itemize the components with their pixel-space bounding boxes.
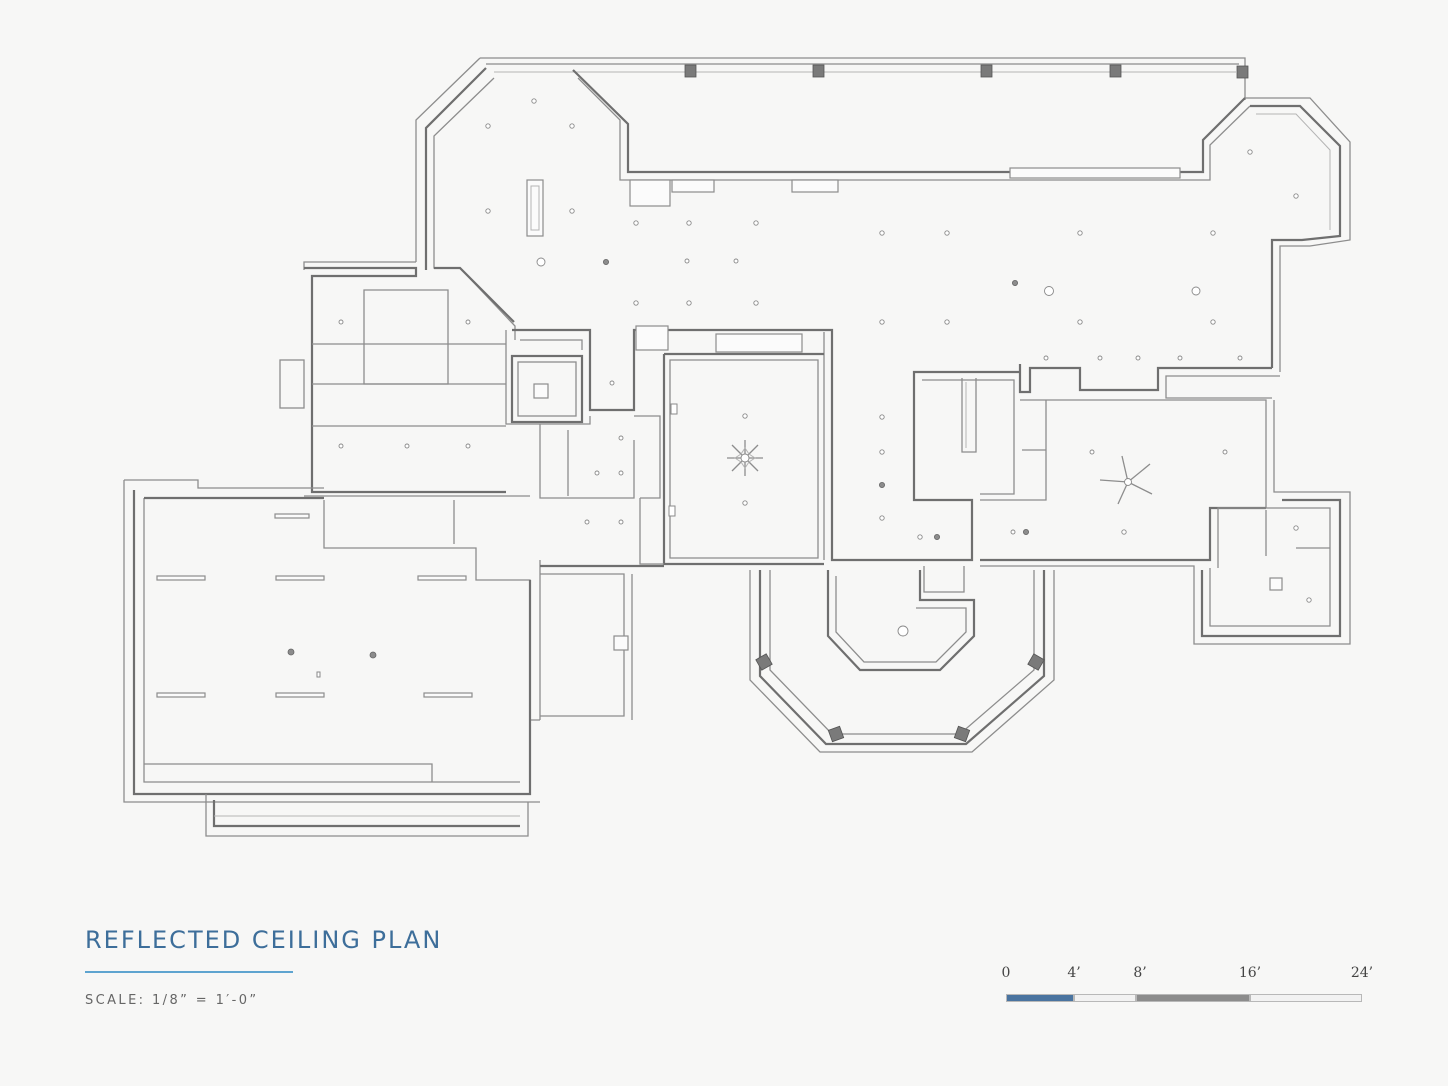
scale-tick-label: 24’ xyxy=(1350,965,1374,981)
south-hallway-walls xyxy=(540,564,664,720)
title-underline xyxy=(85,971,293,973)
skylight-fixture xyxy=(526,179,544,237)
scale-tick-label: 4’ xyxy=(1067,965,1081,981)
north-wall-windows xyxy=(629,167,1181,207)
north-wing-walls xyxy=(303,57,1351,372)
graphic-scale-bar: 0 4’ 8’ 16’ 24’ xyxy=(1002,965,1373,1005)
scale-segment xyxy=(1250,994,1362,1002)
utility-rooms xyxy=(505,328,664,565)
title-block: REFLECTED CEILING PLAN SCALE: 1/8” = 1′-… xyxy=(85,926,442,1008)
ceiling-fan-fixture xyxy=(1099,455,1153,505)
scale-segment xyxy=(1006,994,1074,1002)
ceiling-vents xyxy=(316,403,678,678)
scale-note: SCALE: 1/8” = 1′-0” xyxy=(85,993,259,1008)
scale-tick-label: 0 xyxy=(1001,965,1011,981)
scale-tick-label: 8’ xyxy=(1133,965,1147,981)
great-room-walls xyxy=(632,325,1280,566)
east-wing-walls xyxy=(980,399,1351,645)
scale-segment xyxy=(1074,994,1136,1002)
southwest-room-walls xyxy=(123,479,541,837)
chandelier-fixture xyxy=(727,440,763,476)
octagon-bay-walls xyxy=(749,566,1055,753)
scale-segment xyxy=(1136,994,1250,1002)
recessed-lights xyxy=(287,98,1312,659)
linear-light-fixtures xyxy=(156,513,473,698)
roof-posts-north xyxy=(684,64,1249,79)
west-wing-walls xyxy=(279,266,540,721)
scale-tick-label: 16’ xyxy=(1238,965,1262,981)
plan-title: REFLECTED CEILING PLAN xyxy=(85,926,443,954)
